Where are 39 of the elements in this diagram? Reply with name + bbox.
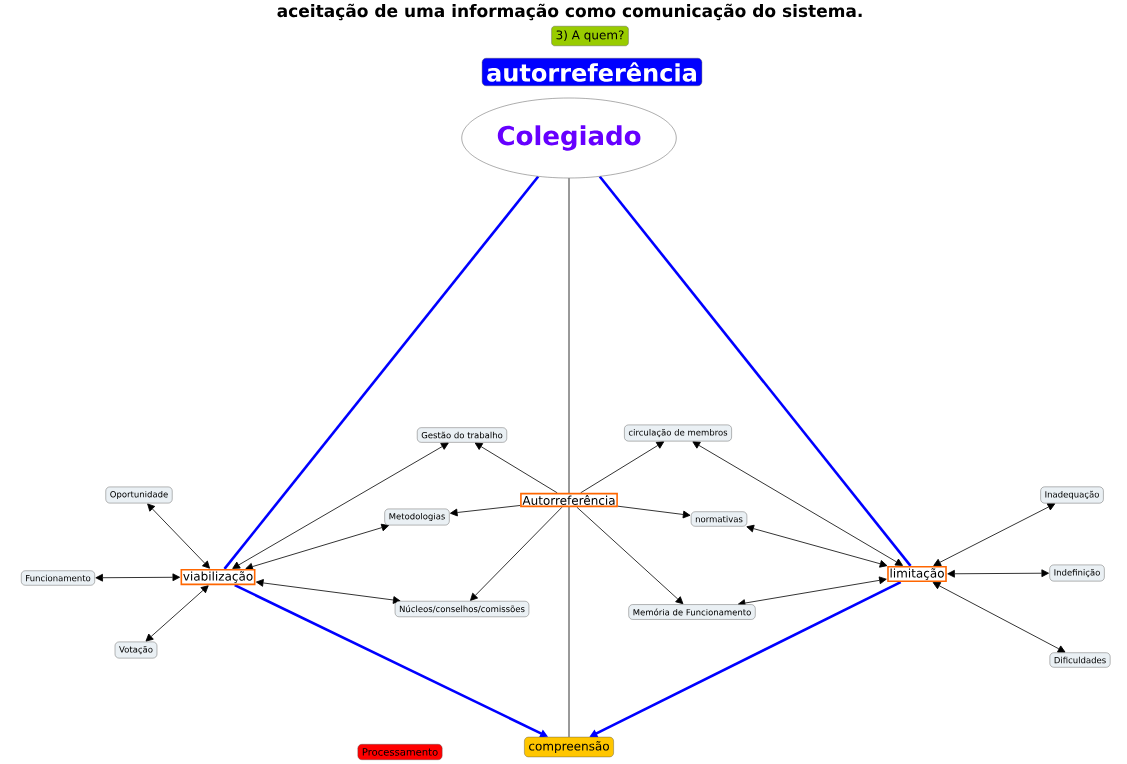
arrow xyxy=(232,442,449,569)
arrow xyxy=(147,503,210,569)
concept-box: circulação de membros xyxy=(624,424,732,442)
arrow xyxy=(947,569,1049,578)
arrow xyxy=(234,583,548,738)
arrow xyxy=(580,441,665,494)
label-box: Processamento xyxy=(357,744,443,760)
arrow xyxy=(450,505,521,517)
concept-box: Núcleos/conselhos/comissões xyxy=(394,601,530,617)
concept-box: Oportunidade xyxy=(105,486,173,504)
arrow xyxy=(470,506,563,601)
concept-box: viabilização xyxy=(180,568,256,586)
title: aceitação de uma informação como comunicação do sistema. xyxy=(277,3,862,21)
heading-box: autorreferência xyxy=(481,58,703,86)
concept-box: Indefinição xyxy=(1049,564,1105,582)
arrow xyxy=(245,523,389,571)
label-box: 3) A quem? xyxy=(551,26,629,46)
arrow xyxy=(933,503,1056,566)
concept-box: Autorreferência xyxy=(520,492,618,508)
arrow xyxy=(255,579,401,604)
concept-box: Votação xyxy=(114,641,158,659)
concept-box: compreensão xyxy=(524,736,614,758)
arrow xyxy=(95,573,181,582)
concept-box: normativas xyxy=(690,511,748,527)
concept-box: Memória de Funcionamento xyxy=(628,604,756,620)
concept-box: limitação xyxy=(887,565,947,583)
arrow xyxy=(737,576,887,607)
concept-box: Gestão do trabalho xyxy=(417,427,507,443)
arrow xyxy=(617,505,691,519)
arrow xyxy=(576,506,684,605)
concept-box: Metodologias xyxy=(384,508,450,526)
concept-box: Inadequação xyxy=(1040,486,1104,504)
arrow xyxy=(145,585,209,642)
concept-box: Funcionamento xyxy=(21,570,95,586)
arrow xyxy=(474,442,558,494)
arrow xyxy=(746,524,888,568)
arrow xyxy=(692,441,903,566)
arrow xyxy=(932,582,1066,653)
concept-box: Dificuldades xyxy=(1049,652,1111,668)
